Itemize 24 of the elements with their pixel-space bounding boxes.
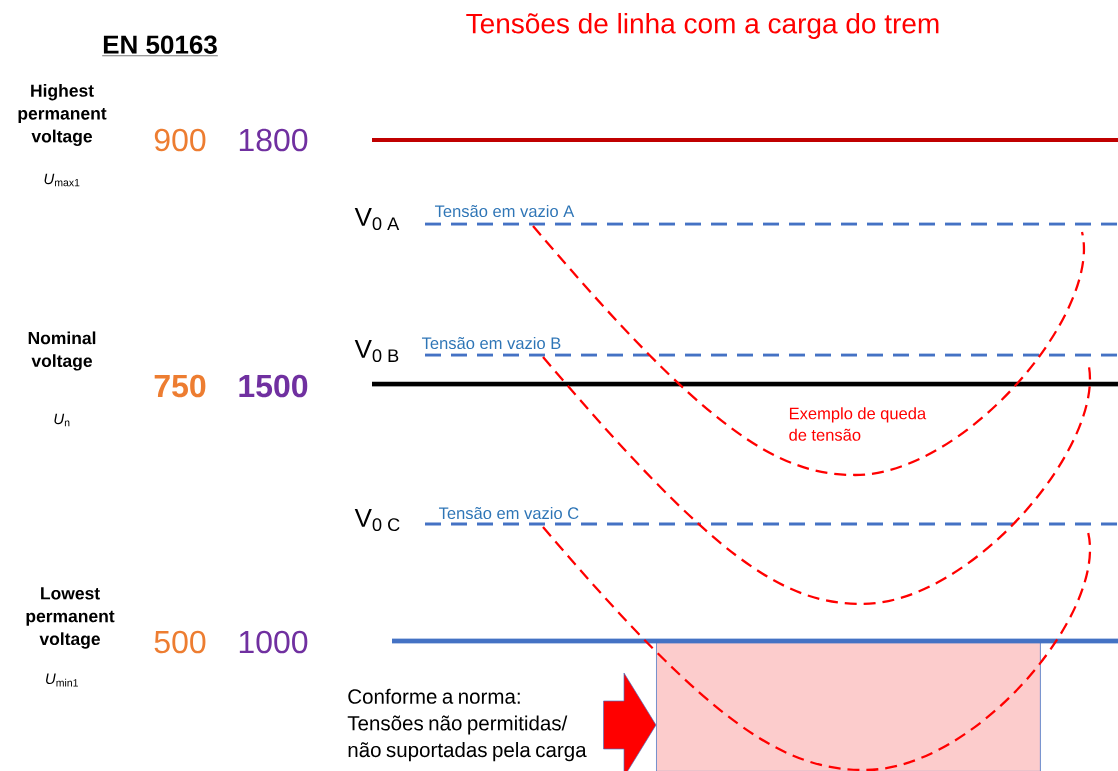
voltage-value: 1000: [239, 630, 308, 654]
voltage-label: Lowest permanent voltage: [26, 587, 115, 649]
title: Tensões de linha com a carga do trem: [466, 12, 939, 40]
voltage-symbol: V$_{0 C}$: [354, 508, 400, 532]
line-label: Tensão em vazio A: [435, 204, 575, 218]
block-arrow: [603, 672, 657, 771]
voltage-label: Nominal voltage: [28, 331, 96, 371]
voltage-symbol: V$_{0 A}$: [354, 207, 400, 231]
annotation: Exemplo de queda de tensão: [789, 407, 927, 441]
voltage-value: 1500: [239, 374, 308, 398]
voltage-value: 750: [154, 374, 206, 398]
line-label: Tensão em vazio B: [422, 336, 561, 350]
line-label: Tensão em vazio C: [439, 506, 579, 520]
voltage-value: 1800: [239, 128, 308, 152]
voltage-label: Highest permanent voltage: [18, 84, 107, 146]
voltage-value: 500: [154, 630, 206, 654]
heading: EN 50163: [101, 35, 219, 56]
symbol-label: U$_{max1}$: [44, 173, 80, 187]
symbol-label: U$_{n}$: [54, 413, 70, 427]
symbol-label: U$_{min1}$: [46, 673, 78, 687]
voltage-symbol: V$_{0 B}$: [354, 339, 399, 363]
note-text: Conforme a norma: Tensões não permitidas/ não suportadas pela carga: [347, 688, 587, 762]
forbidden-zone: [656, 641, 1041, 771]
voltage-value: 900: [154, 128, 206, 152]
